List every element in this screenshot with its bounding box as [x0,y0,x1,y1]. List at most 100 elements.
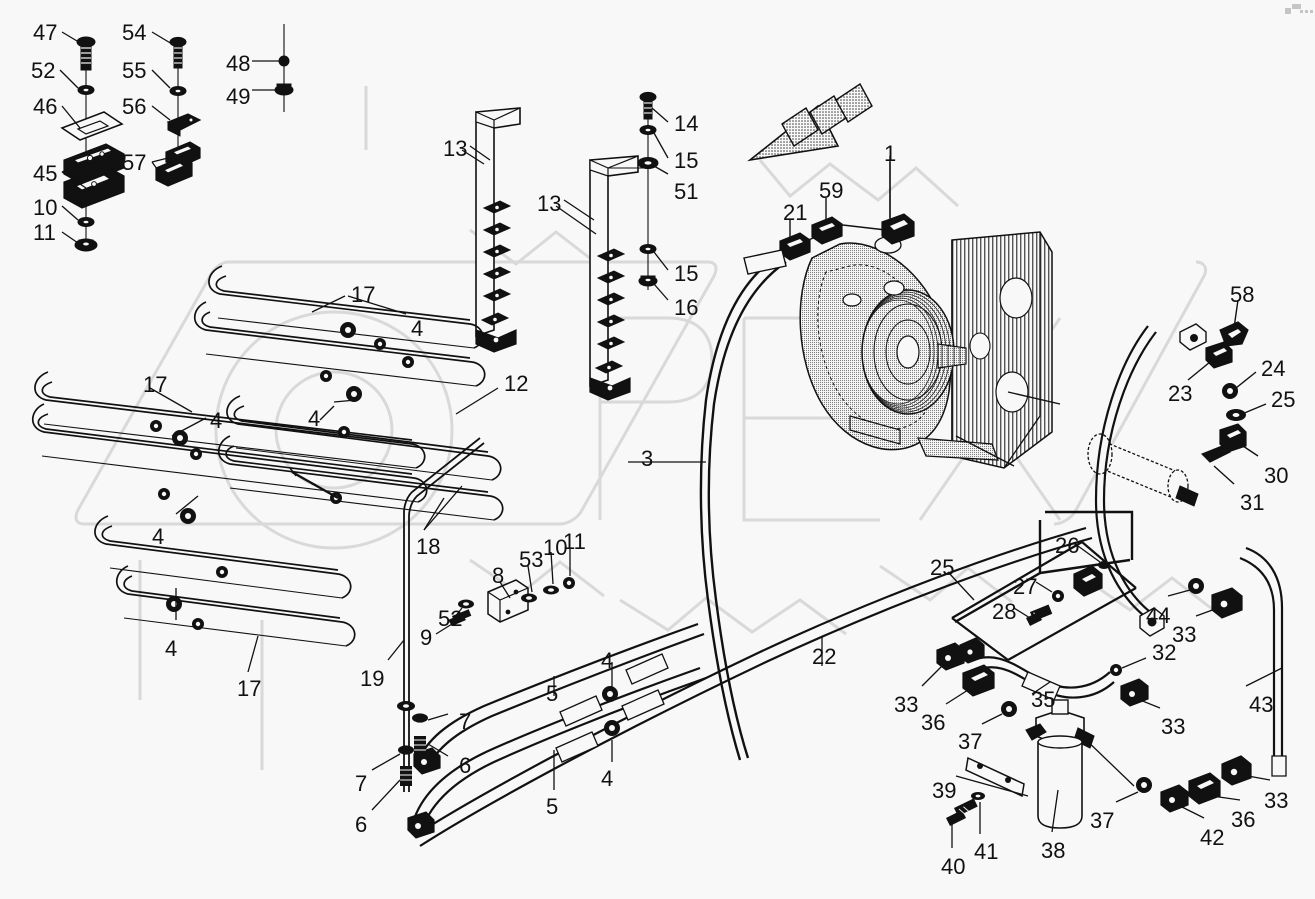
callout-33: 33 [1161,714,1186,739]
callout-30: 30 [1264,463,1289,488]
callout-11: 11 [33,220,56,245]
hose-22 [413,526,1093,847]
callout-32: 32 [1152,640,1177,665]
callout-52: 52 [438,606,463,631]
bolt-9 [448,609,472,626]
callout-36: 36 [921,710,946,735]
right-fittings [1179,299,1267,485]
callout-54: 54 [122,20,147,45]
bracket-56 [166,113,202,137]
callout-42: 42 [1200,825,1225,850]
callout-17: 17 [351,282,376,307]
hose-35 [967,656,1115,701]
callout-23: 23 [1168,381,1193,406]
fitting-23 [1205,341,1233,369]
callout-28: 28 [992,599,1017,624]
callout-58: 58 [1230,282,1255,307]
direction-arrow [747,82,873,162]
callout-25: 25 [930,555,955,580]
callout-10: 10 [543,535,568,560]
misc-leaders [461,149,597,235]
washer-52 [77,85,95,95]
washer-15-lower [639,244,657,254]
callout-4: 4 [308,406,321,431]
washer-51 [637,157,659,169]
callout-47: 47 [33,20,58,45]
washer-10 [77,217,95,227]
bolt-40 [946,798,978,826]
callout-4: 4 [210,408,223,433]
callout-17: 17 [237,676,262,701]
fittings-44-33-32 [1110,578,1243,709]
callout-25: 25 [1271,387,1296,412]
fittings-right-of-filter [1115,755,1271,819]
fastener-group-48-49 [252,24,294,112]
washer-15-upper [639,125,657,135]
callout-53: 53 [519,547,544,572]
filter-assembly [946,699,1135,848]
detail-box-25 [954,510,1134,624]
callout-59: 59 [819,178,844,203]
callout-38: 38 [1041,838,1066,863]
callout-37: 37 [1090,808,1115,833]
coil-17-c [217,395,504,521]
plate-46 [60,111,124,141]
clip-57 [155,141,201,187]
fitting-30 [1219,423,1247,453]
callout-16: 16 [674,295,699,320]
callout-51: 51 [674,179,699,204]
callout-52: 52 [31,58,56,83]
callout-4: 4 [152,524,165,549]
callout-33: 33 [894,692,919,717]
callout-27: 27 [1013,574,1038,599]
callout-13: 13 [443,136,468,161]
callout-7: 7 [355,771,368,796]
fastener-column-14-16 [608,91,669,301]
fitting-1-top [881,213,915,245]
callout-4: 4 [601,648,614,673]
exploded-stack-mid [151,31,202,187]
stud-6-right [414,736,426,758]
callout-17: 17 [143,372,168,397]
hose-43 [1094,325,1287,777]
callout-4: 4 [165,636,178,661]
callout-31: 31 [1240,490,1265,515]
callout-56: 56 [122,94,147,119]
coil-leaders [149,295,499,673]
fittings-6-7 [371,701,449,811]
bolt-14 [639,91,657,120]
washer-48 [278,55,290,67]
callout-13: 13 [537,191,562,216]
callout-4: 4 [601,766,614,791]
callout-43: 43 [1249,692,1274,717]
exploded-stack-left [59,31,125,252]
callout-6: 6 [355,812,368,837]
callout-44: 44 [1146,603,1171,628]
coil-clamps-4 [150,295,414,630]
bracket-group-8 [435,548,575,635]
callout-19: 19 [360,666,385,691]
callout-26: 26 [1055,533,1080,558]
callout-24: 24 [1261,356,1286,381]
callout-36: 36 [1231,807,1256,832]
coil-17-b [31,371,428,503]
nut-11 [74,238,98,252]
callout-21: 21 [783,200,808,225]
stud-6-left [400,766,412,786]
cooler-coils [31,265,504,647]
bolt-47 [76,36,96,71]
screw-54 [169,36,187,69]
hose-elbows [407,662,620,839]
callout-5: 5 [546,681,559,706]
callout-15: 15 [674,261,699,286]
detail-26-27-28 [947,545,1110,626]
fitting-31 [1200,445,1232,463]
callout-55: 55 [122,58,147,83]
callout-6: 6 [459,753,472,778]
fitting-24 [1222,383,1238,399]
callout-1: 1 [884,141,897,166]
callout-14: 14 [674,111,699,136]
callout-48: 48 [226,51,251,76]
